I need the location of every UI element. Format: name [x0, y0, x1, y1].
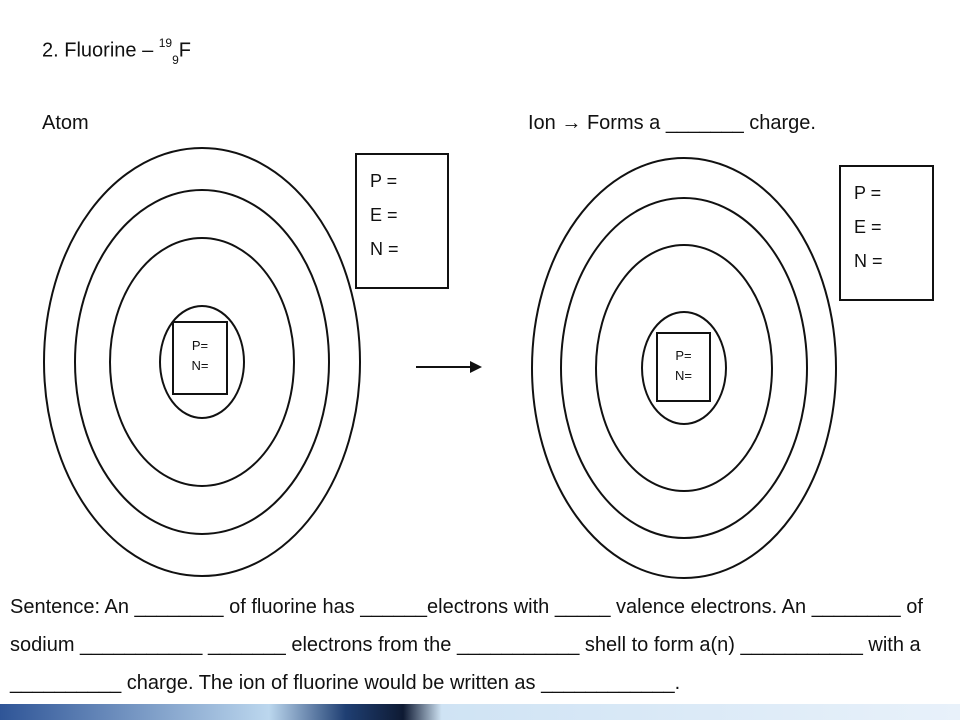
atom-shells: [43, 147, 361, 577]
slide-footer-bar: [0, 704, 960, 720]
sentence-line-1: Sentence: An ________ of fluorine has __…: [10, 596, 923, 618]
ion-nucleus-neutrons: N=: [675, 368, 692, 383]
worksheet-title: 2. Fluorine – 19 9F: [42, 36, 192, 67]
atom-nucleus-neutrons: N=: [191, 358, 209, 373]
atom-nucleus-box: [172, 321, 228, 395]
ion-shell-2: [595, 244, 773, 492]
sentence-line-3: __________ charge. The ion of fluorine w…: [10, 672, 681, 694]
arrow-icon: →: [561, 112, 582, 134]
ion-shell-3: [560, 197, 808, 539]
ion-nucleus-box: [656, 332, 711, 402]
atom-shell-2: [109, 237, 295, 487]
sentence-line-2: sodium ___________ _______ electrons fro…: [10, 634, 921, 656]
element-symbol: F: [178, 39, 192, 62]
ion-shell-outer: [531, 157, 837, 579]
atom-neutrons-field: N =: [370, 239, 399, 259]
ion-label-prefix: Ion: [528, 112, 556, 134]
atom-nucleus-circle: [159, 305, 245, 419]
atom-nucleus-protons: P=: [191, 338, 209, 353]
atomic-number: 9: [172, 52, 179, 67]
atom-label: Atom: [42, 112, 89, 134]
element-name: Fluorine –: [64, 39, 154, 62]
ion-nucleus-protons: P=: [675, 348, 692, 363]
ion-pen-values: P = E = N =: [854, 176, 883, 278]
mass-number: 19: [158, 36, 173, 50]
atom-pen-box: [355, 153, 449, 289]
atom-protons-field: P =: [370, 171, 398, 191]
ion-charge-prompt: Forms a _______ charge.: [586, 112, 816, 134]
question-number: 2.: [42, 39, 59, 62]
atom-nucleus-values: P= N=: [173, 336, 227, 376]
ion-nucleus-circle: [641, 311, 727, 425]
ion-shells: [531, 157, 837, 579]
fill-in-sentence: Sentence: An ________ of fluorine has __…: [10, 588, 950, 702]
ion-neutrons-field: N =: [854, 251, 883, 271]
atom-pen-values: P = E = N =: [370, 164, 399, 266]
ion-pen-box: [839, 165, 934, 301]
ion-protons-field: P =: [854, 183, 882, 203]
reaction-arrow-icon: [416, 361, 482, 373]
ion-nucleus-values: P= N=: [657, 346, 710, 386]
atom-shell-3: [74, 189, 330, 535]
ion-label: Ion → Forms a _______ charge.: [528, 112, 816, 135]
atom-electrons-field: E =: [370, 205, 398, 225]
ion-electrons-field: E =: [854, 217, 882, 237]
atom-shell-outer: [43, 147, 361, 577]
